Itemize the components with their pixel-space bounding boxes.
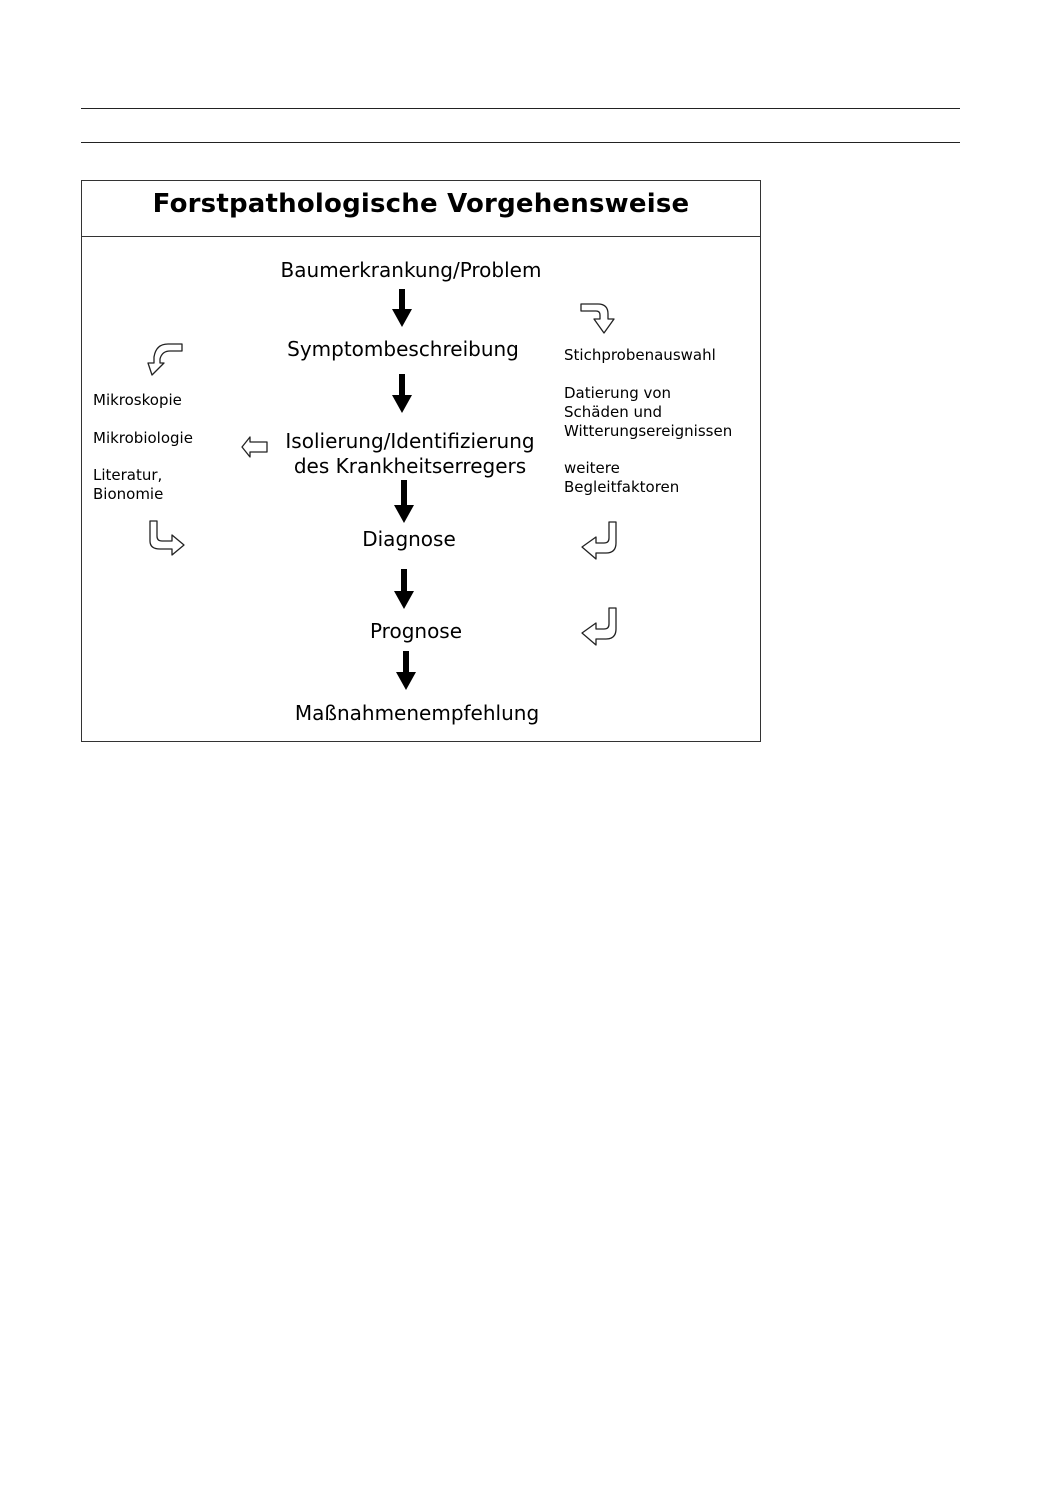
outline-curved-arrow-right-top [580,303,615,334]
down-arrow-4 [394,569,414,609]
down-arrow-1 [392,289,412,327]
down-arrow-2 [392,374,412,413]
outline-curved-arrow-left-bottom [149,520,185,556]
outline-left-arrow [241,436,268,458]
step-prognosis: Prognose [369,619,463,643]
diagram-title: Forstpathologische Vorgehensweise [152,189,690,219]
factor-further-line2: Begleitfaktoren [564,478,680,496]
header-rule-bottom [81,142,960,143]
step-problem: Baumerkrankung/Problem [280,258,542,282]
method-literature-line1: Literatur, [93,466,163,484]
diagram-title-row: Forstpathologische Vorgehensweise [82,181,760,237]
down-arrow-3 [394,480,414,523]
method-literature-line2: Bionomie [93,485,164,503]
factor-sampling: Stichprobenauswahl [564,346,716,364]
step-isolation-line2: des Krankheitserregers [293,454,527,478]
down-arrow-5 [396,651,416,690]
outline-curved-arrow-right-mid [581,521,617,560]
header-rule-top [81,108,960,109]
outline-curved-arrow-right-low [581,607,617,646]
factor-further-line1: weitere [564,459,620,477]
outline-curved-arrow-left-top [141,343,184,378]
step-diagnosis: Diagnose [362,527,456,551]
arrow-layer [141,289,617,690]
workflow-diagram: Forstpathologische Vorgehensweise Baumer… [81,180,761,742]
step-isolation-line1: Isolierung/Identifizierung [285,429,535,453]
method-microbiology: Mikrobiologie [93,429,193,447]
factor-dating-line2: Schäden und [564,403,663,421]
step-symptoms: Symptombeschreibung [287,337,519,361]
factor-dating-line1: Datierung von [564,384,672,402]
method-microscopy: Mikroskopie [93,391,182,409]
factor-dating-line3: Witterungsereignissen [564,422,733,440]
step-measures: Maßnahmenempfehlung [294,701,540,725]
